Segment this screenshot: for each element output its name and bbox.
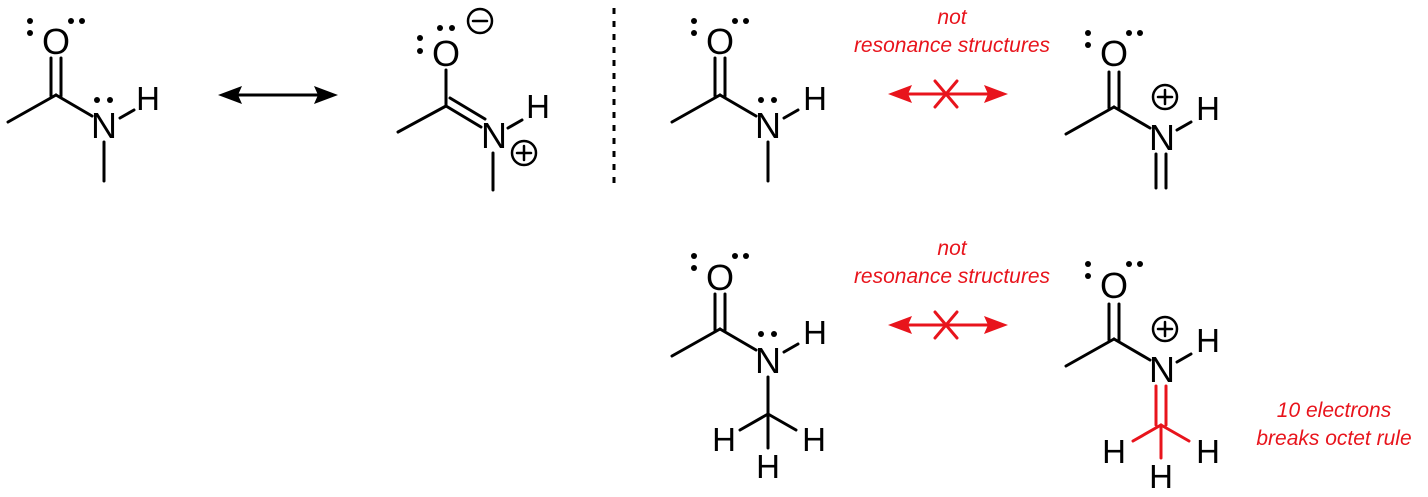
hydrogen-atom: H xyxy=(1102,433,1126,470)
lone-pairs xyxy=(1085,30,1143,48)
bond-n-h xyxy=(506,118,524,130)
positive-charge-icon xyxy=(1151,315,1179,343)
oxygen-atom: O xyxy=(706,257,734,298)
positive-charge-icon xyxy=(1151,83,1179,111)
bond-methyl-carbonyl xyxy=(396,104,448,134)
lone-pairs xyxy=(27,18,113,103)
amide-neutral-2: O N H xyxy=(670,18,827,183)
note-line-2: breaks octet rule xyxy=(1256,427,1411,450)
nitrogen-atom: N xyxy=(481,115,507,156)
hydrogen-atom: H xyxy=(756,448,780,485)
invalid-structure-2: O N H H H H xyxy=(1064,261,1220,495)
lone-pairs xyxy=(1085,261,1143,279)
crossed-arrow-2 xyxy=(888,310,1008,340)
nitrogen-atom: N xyxy=(1149,117,1175,158)
note-line-2: resonance structures xyxy=(854,34,1051,57)
oxygen-atom: O xyxy=(1100,33,1128,74)
hydrogen-atom: H xyxy=(136,80,160,117)
hydrogen-atom: H xyxy=(1149,458,1173,495)
hydrogen-atom: H xyxy=(802,421,826,458)
resonance-arrow xyxy=(218,86,338,104)
invalid-structure-1: O N H xyxy=(1064,30,1220,190)
crossed-arrow-1 xyxy=(888,79,1008,109)
hydrogen-atom: H xyxy=(1196,433,1220,470)
nitrogen-atom: N xyxy=(755,340,781,381)
hydrogen-atom: H xyxy=(712,421,736,458)
amide-zwitterion: O N H xyxy=(396,7,550,192)
hydrogen-atom: H xyxy=(803,80,827,117)
lone-pairs xyxy=(417,25,455,54)
oxygen-atom: O xyxy=(42,21,70,62)
hydrogen-atom: H xyxy=(1196,322,1220,359)
bond-c-n-double-a xyxy=(444,104,483,129)
note-line-1: not xyxy=(937,6,967,29)
hydrogen-atom: H xyxy=(1196,90,1220,127)
lone-pairs xyxy=(691,18,777,103)
amide-neutral-ch3: O N H H H H xyxy=(670,253,827,485)
oxygen-atom: O xyxy=(1100,265,1128,306)
hydrogen-atom: H xyxy=(526,88,550,125)
nitrogen-atom: N xyxy=(91,105,117,146)
not-resonance-note-1: not resonance structures xyxy=(854,6,1051,57)
oxygen-atom: O xyxy=(432,33,460,74)
negative-charge-icon xyxy=(466,7,494,35)
nitrogen-atom: N xyxy=(755,105,781,146)
bond-c-n-double-b xyxy=(448,96,487,121)
not-resonance-note-2: not resonance structures xyxy=(854,237,1051,288)
oxygen-atom: O xyxy=(706,21,734,62)
note-line-2: resonance structures xyxy=(854,265,1051,288)
positive-charge-icon xyxy=(510,139,538,167)
bond-methyl-carbonyl xyxy=(6,93,58,124)
octet-rule-note: 10 electrons breaks octet rule xyxy=(1256,399,1411,450)
note-line-1: not xyxy=(937,237,967,260)
amide-neutral: O N H xyxy=(6,18,160,183)
lone-pairs xyxy=(691,253,777,337)
note-line-1: 10 electrons xyxy=(1277,399,1392,422)
bond-c-n xyxy=(54,93,94,118)
nitrogen-atom: N xyxy=(1149,349,1175,390)
bond-n-h xyxy=(118,108,136,120)
hydrogen-atom: H xyxy=(803,314,827,351)
